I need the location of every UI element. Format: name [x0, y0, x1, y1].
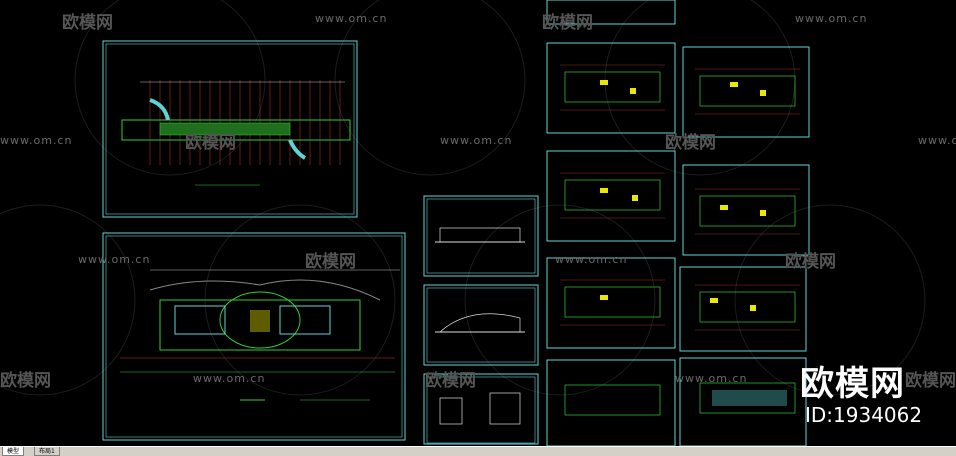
- watermark-url: www.om.cn: [78, 253, 151, 266]
- tab-model[interactable]: 模型: [2, 447, 25, 456]
- tab-layout1[interactable]: 布局1: [34, 447, 60, 456]
- watermark-brand: 欧模网: [905, 371, 956, 391]
- watermark-url: www.om.cn: [193, 372, 266, 385]
- watermark-url: www.om.cn: [0, 134, 73, 147]
- watermark-brand: 欧模网: [185, 133, 236, 153]
- brand-logo-text: 欧模网: [800, 364, 905, 404]
- sheet-elevations: [423, 195, 539, 445]
- cad-model-space[interactable]: 欧模网 www.om.cn 欧模网 www.om.cn www.om.cn 欧模…: [0, 0, 956, 446]
- watermark-brand: 欧模网: [785, 252, 836, 272]
- brand-id-text: ID:1934062: [805, 403, 923, 427]
- sheet-floor-plans: [546, 0, 810, 446]
- watermark-brand: 欧模网: [305, 252, 356, 272]
- watermark-url: www.om.cn: [315, 12, 388, 25]
- watermark-url: www.om.cn: [555, 253, 628, 266]
- watermark-url: www.om.cn: [675, 372, 748, 385]
- watermark-url: www.om.cn: [918, 134, 956, 147]
- drawing-linework: [0, 0, 926, 446]
- watermark-brand: 欧模网: [0, 371, 51, 391]
- watermark-url: www.om.cn: [795, 12, 868, 25]
- watermark-brand: 欧模网: [665, 133, 716, 153]
- layout-tab-bar: 模型 布局1: [0, 446, 956, 456]
- sheet-site-plan: [102, 232, 406, 441]
- watermark-brand: 欧模网: [542, 13, 593, 33]
- watermark-brand: 欧模网: [425, 371, 476, 391]
- watermark-brand: 欧模网: [62, 13, 113, 33]
- watermark-url: www.om.cn: [440, 134, 513, 147]
- sheet-floor-plan-long: [102, 40, 358, 218]
